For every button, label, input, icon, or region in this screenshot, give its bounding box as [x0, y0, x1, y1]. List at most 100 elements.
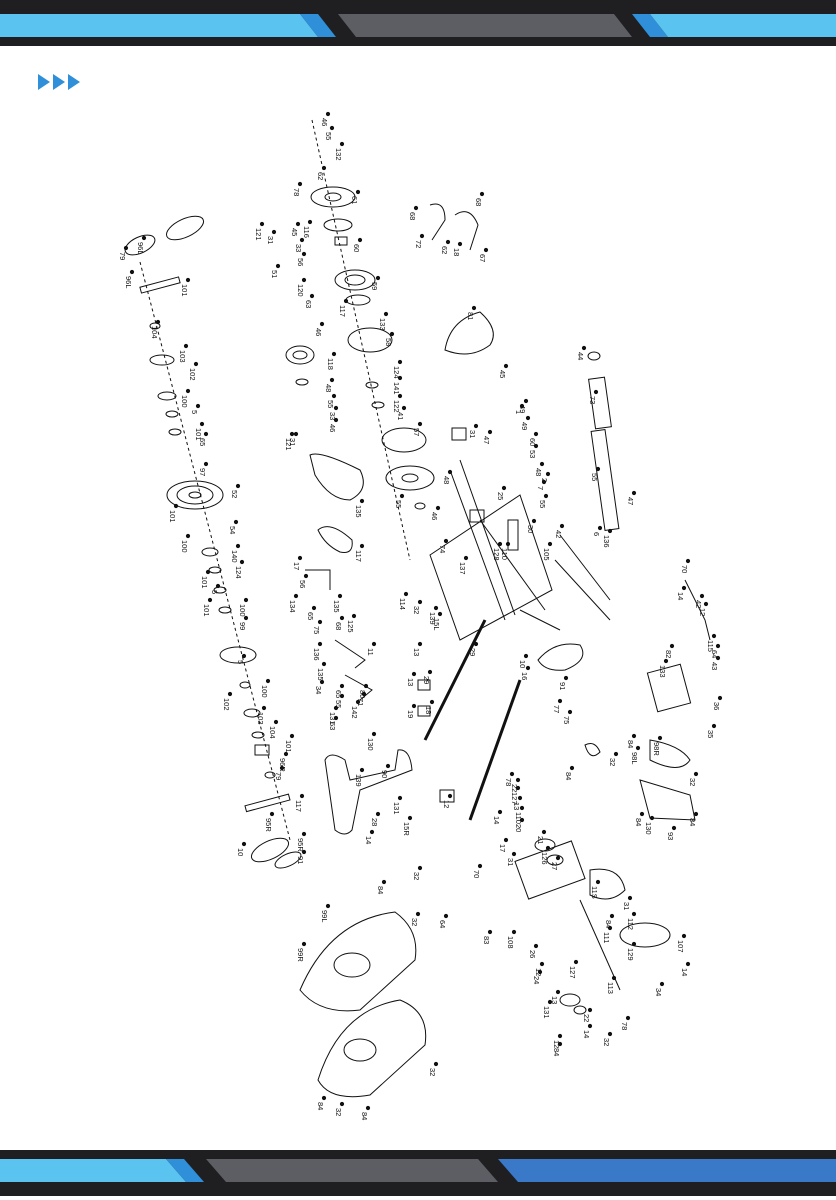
fastener-dot: [325, 903, 331, 909]
fastener-dot: [517, 795, 523, 801]
part-number-label: 84: [376, 886, 385, 894]
fastener-dot: [545, 845, 551, 851]
fastener-dot: [241, 653, 247, 659]
footer-right-accent: [498, 1159, 836, 1182]
part-number-label: 68: [334, 622, 343, 630]
fastener-dot: [259, 221, 265, 227]
part-number-label: 13: [512, 802, 521, 810]
part-number-label: 45: [290, 228, 299, 236]
fastener-dot: [299, 237, 305, 243]
fastener-dot: [195, 403, 201, 409]
fastener-dot: [235, 483, 241, 489]
fastener-dot: [437, 611, 443, 617]
part-number-label: 78: [504, 778, 513, 786]
part-number-label: 84: [564, 772, 573, 780]
header-left-accent: [0, 14, 318, 37]
fastener-dot: [325, 111, 331, 117]
fastener-dot: [533, 943, 539, 949]
fastener-dot: [429, 699, 435, 705]
fastener-dot: [669, 643, 675, 649]
fastener-dot: [203, 431, 209, 437]
fastener-dot: [319, 679, 325, 685]
fastener-dot: [183, 343, 189, 349]
part-number-label: 33: [328, 412, 337, 420]
part-number-label: 29: [422, 676, 431, 684]
part-number-label: 127: [510, 792, 519, 805]
parts-linework: [124, 119, 711, 1098]
footer-left-accent: [0, 1159, 186, 1182]
part-number-label: 48: [324, 384, 333, 392]
fastener-dot: [715, 655, 721, 661]
fastener-dot: [343, 298, 349, 304]
part-number-label: 114: [398, 598, 407, 610]
header-band: [0, 0, 836, 46]
fastener-dot: [397, 393, 403, 399]
fastener-dot: [607, 925, 613, 931]
fastener-dot: [303, 573, 309, 579]
part-number-label: 15R: [402, 822, 411, 836]
fastener-dot: [711, 723, 717, 729]
fastener-dot: [581, 345, 587, 351]
part-number-label: 49: [518, 405, 527, 413]
part-number-label: 100: [260, 685, 269, 698]
part-number-label: 30: [526, 525, 535, 533]
fastener-dot: [539, 461, 545, 467]
part-number-label: 70: [472, 870, 481, 878]
part-number-label: 80: [358, 690, 367, 698]
fastener-dot: [555, 855, 561, 861]
part-number-label: 133: [658, 665, 667, 678]
fastener-dot: [371, 641, 377, 647]
fastener-dot: [235, 543, 241, 549]
part-number-label: 117: [338, 305, 347, 317]
fastener-dot: [357, 237, 363, 243]
fastener-dot: [567, 709, 573, 715]
fastener-dot: [685, 558, 691, 564]
fastener-dot: [595, 466, 601, 472]
part-number-label: 128: [492, 548, 501, 561]
fastener-dot: [557, 698, 563, 704]
part-number-label: 101: [200, 576, 209, 589]
part-number-label: 101: [194, 428, 203, 441]
fastener-dot: [447, 469, 453, 475]
part-number-label: 136: [312, 648, 321, 661]
part-number-label: 77: [552, 705, 561, 713]
fastener-dot: [611, 975, 617, 981]
part-number-label: 55: [326, 400, 335, 408]
fastener-dot: [593, 389, 599, 395]
fastener-dot: [227, 691, 233, 697]
fastener-dot: [509, 771, 515, 777]
part-number-label: 17: [498, 844, 507, 852]
part-number-label: 13: [550, 996, 559, 1004]
part-number-label: 48: [442, 476, 451, 484]
part-number-label: 46: [328, 424, 337, 432]
fastener-dot: [355, 699, 361, 705]
part-number-label: 100: [180, 395, 189, 408]
fastener-dot: [233, 519, 239, 525]
part-number-label: 46: [320, 118, 329, 126]
fastener-dot: [359, 543, 365, 549]
fastener-dot: [587, 1023, 593, 1029]
fastener-dot: [595, 879, 601, 885]
fastener-dot: [241, 841, 247, 847]
fastener-dot: [283, 751, 289, 757]
part-number-label: 33: [294, 244, 303, 252]
part-number-label: 131: [392, 802, 401, 815]
fastener-dot: [141, 235, 147, 241]
fastener-dot: [173, 503, 179, 509]
fastener-dot: [129, 269, 135, 275]
fastener-dot: [419, 233, 425, 239]
part-number-label: 44: [576, 352, 585, 360]
part-number-label: 124: [392, 366, 401, 379]
fastener-dot: [289, 431, 295, 437]
fastener-dot: [275, 263, 281, 269]
part-number-label: 62: [316, 172, 325, 180]
footer-center-tab: [206, 1159, 498, 1182]
fastener-dot: [383, 311, 389, 317]
part-number-label: 65: [306, 612, 315, 620]
fastener-dot: [339, 615, 345, 621]
part-number-label: 84: [604, 920, 613, 928]
fastener-dot: [321, 661, 327, 667]
part-number-label: 125: [346, 620, 355, 633]
part-number-label: 1: [514, 410, 523, 414]
part-number-label: 101: [202, 604, 211, 617]
